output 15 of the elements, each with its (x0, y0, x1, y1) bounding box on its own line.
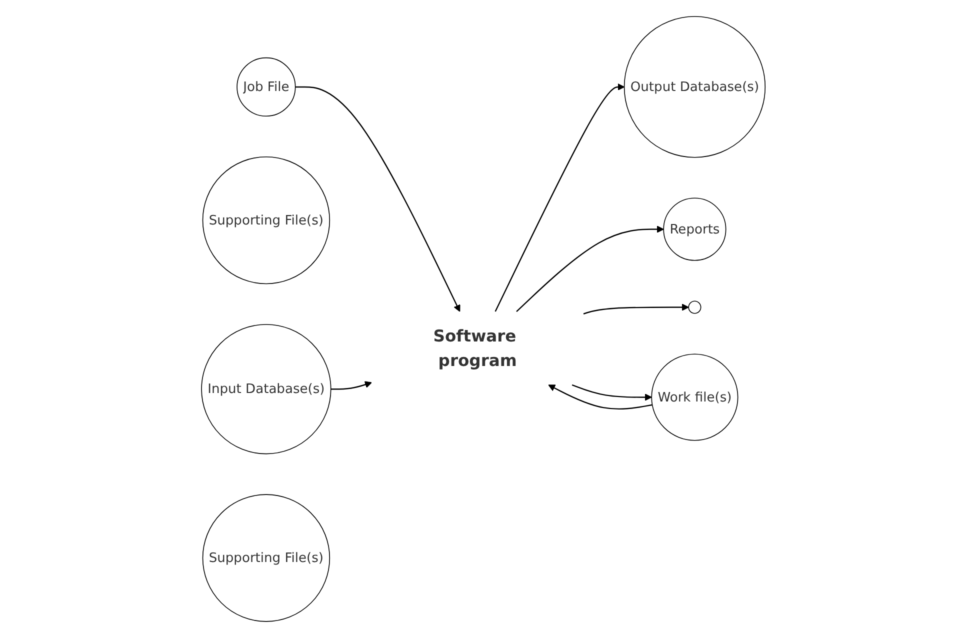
node-circle: Supporting File(s) (202, 156, 330, 284)
node-circle (688, 300, 701, 314)
node-text: Software program (432, 326, 517, 370)
node-circle: Input Database(s) (200, 324, 331, 454)
arrow (295, 86, 460, 312)
arrow (330, 381, 372, 390)
node-circle: Work file(s) (650, 354, 738, 441)
arrow (583, 304, 689, 314)
arrow (494, 83, 624, 312)
node-circle: Output Database(s) (624, 16, 766, 158)
arrow (548, 384, 652, 410)
node-circle: Reports (662, 198, 726, 261)
arrow (572, 384, 652, 401)
node-circle: Supporting File(s) (202, 494, 330, 622)
arrow (516, 226, 664, 312)
